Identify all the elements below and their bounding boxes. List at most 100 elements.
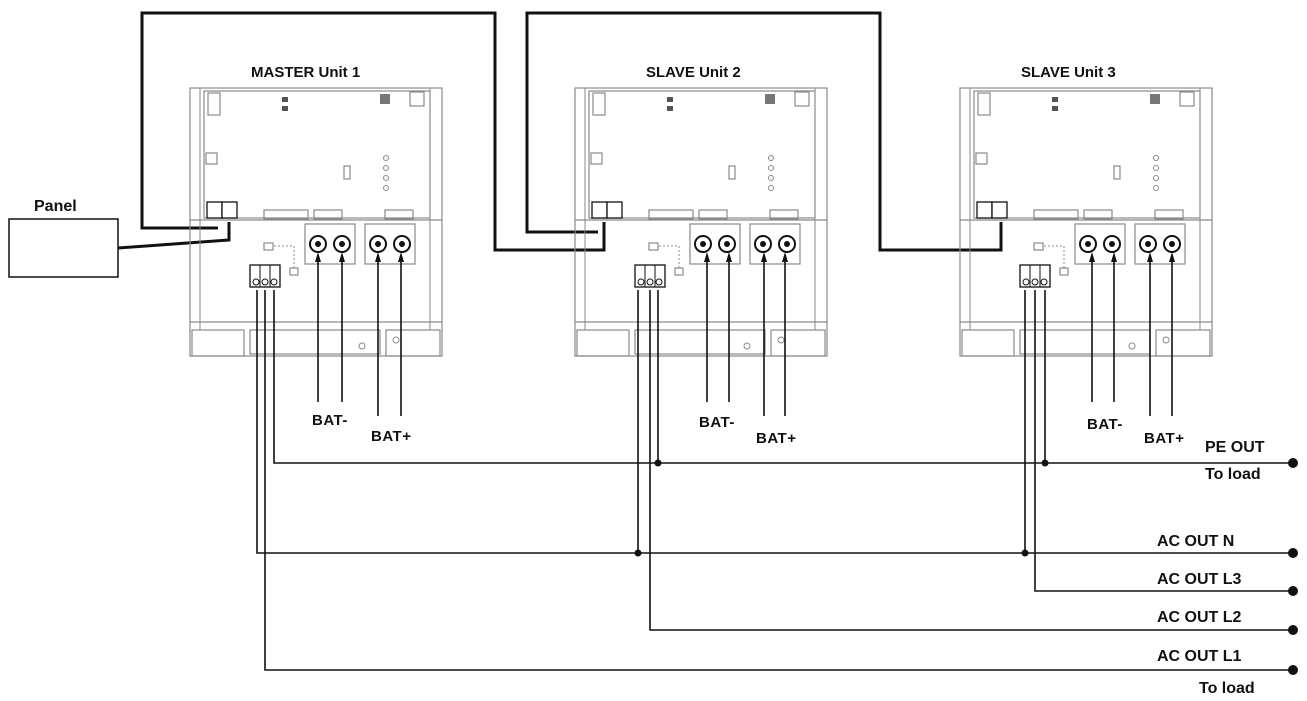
board-socket bbox=[409, 91, 425, 107]
battery-leads-unit-3 bbox=[1089, 252, 1175, 416]
board-component bbox=[1113, 165, 1121, 180]
base-screw bbox=[743, 342, 751, 350]
lead-arrow bbox=[1111, 252, 1117, 262]
indicator bbox=[289, 267, 299, 276]
battery-leads-unit-2 bbox=[704, 252, 788, 416]
output-terminal-dot bbox=[1288, 586, 1298, 596]
board-led bbox=[282, 106, 288, 111]
comm-cable-unit1-unit2 bbox=[140, 11, 606, 252]
board-socket bbox=[1179, 91, 1195, 107]
base-foot bbox=[961, 329, 1015, 357]
ac-terminal-screw bbox=[646, 278, 654, 286]
comm-port bbox=[976, 201, 993, 219]
unit1-bat-pos-label: BAT+ bbox=[371, 428, 412, 445]
board-chip bbox=[765, 94, 775, 104]
connector-strip bbox=[648, 209, 694, 220]
battery-leads-unit-1 bbox=[315, 252, 404, 416]
lead-arrow bbox=[761, 252, 767, 262]
unit3-bat-neg-label: BAT- bbox=[1087, 416, 1123, 433]
board-chip bbox=[1150, 94, 1160, 104]
board-pin bbox=[1153, 155, 1159, 161]
bat-neg-terminal-box bbox=[1074, 223, 1126, 265]
board-pin bbox=[383, 185, 389, 191]
board-chip bbox=[380, 94, 390, 104]
base-foot bbox=[191, 329, 245, 357]
board-pin bbox=[383, 165, 389, 171]
base-foot bbox=[770, 329, 826, 357]
connector-strip bbox=[263, 209, 309, 220]
base-screw bbox=[1128, 342, 1136, 350]
lead-arrow bbox=[1089, 252, 1095, 262]
terminal-stud-core bbox=[315, 241, 321, 247]
base-screw bbox=[358, 342, 366, 350]
pe-out-label: PE OUT bbox=[1205, 439, 1265, 456]
ac-out-l1-label: AC OUT L1 bbox=[1157, 648, 1242, 665]
board-pin bbox=[768, 175, 774, 181]
control-board bbox=[973, 90, 1201, 219]
communication-cable bbox=[117, 11, 1003, 252]
base-screw bbox=[392, 336, 400, 344]
base-plate bbox=[249, 329, 381, 355]
junction-dot bbox=[1041, 459, 1049, 467]
panel-cable bbox=[117, 222, 231, 250]
connector-strip bbox=[384, 209, 414, 220]
inverter-unit-2 bbox=[574, 87, 828, 357]
board-pin bbox=[768, 165, 774, 171]
bat-neg-terminal-box bbox=[304, 223, 356, 265]
lead-arrow bbox=[1169, 252, 1175, 262]
indicator-lead bbox=[274, 245, 295, 268]
board-led bbox=[667, 97, 673, 102]
terminal-stud-core bbox=[700, 241, 706, 247]
terminal-stud-core bbox=[724, 241, 730, 247]
connector-strip bbox=[1154, 209, 1184, 220]
board-component bbox=[590, 152, 603, 165]
control-board bbox=[203, 90, 431, 219]
connector-strip bbox=[313, 209, 343, 220]
ac-terminal-screw bbox=[637, 278, 645, 286]
ac-terminal-screw bbox=[1031, 278, 1039, 286]
ac-out-l1-wire bbox=[264, 290, 1293, 671]
indicator-lead bbox=[659, 245, 680, 268]
junction-dot bbox=[634, 549, 642, 557]
ac-out-n-label: AC OUT N bbox=[1157, 533, 1235, 550]
panel-box bbox=[8, 218, 119, 278]
base-foot bbox=[1155, 329, 1211, 357]
base-plate bbox=[1019, 329, 1151, 355]
lead-arrow bbox=[339, 252, 345, 262]
lead-arrow bbox=[375, 252, 381, 262]
board-component bbox=[205, 152, 218, 165]
board-component bbox=[975, 152, 988, 165]
junction-dot bbox=[1021, 549, 1029, 557]
base-screw bbox=[1162, 336, 1170, 344]
board-led bbox=[282, 97, 288, 102]
panel-label: Panel bbox=[34, 198, 77, 215]
lead-arrow bbox=[315, 252, 321, 262]
board-pin bbox=[1153, 185, 1159, 191]
ac-output-bus bbox=[256, 290, 1298, 675]
ac-out-l3-wire bbox=[1034, 290, 1293, 592]
indicator bbox=[674, 267, 684, 276]
ac-out-l2-label: AC OUT L2 bbox=[1157, 609, 1242, 626]
terminal-stud-core bbox=[399, 241, 405, 247]
base-foot bbox=[385, 329, 441, 357]
to-load-top-label: To load bbox=[1205, 466, 1261, 483]
unit2-bat-neg-label: BAT- bbox=[699, 414, 735, 431]
to-load-bottom-label: To load bbox=[1199, 680, 1255, 697]
ac-terminal-screw bbox=[270, 278, 278, 286]
comm-port bbox=[206, 201, 223, 219]
unit1-bat-neg-label: BAT- bbox=[312, 412, 348, 429]
board-connector bbox=[592, 92, 606, 116]
board-component bbox=[728, 165, 736, 180]
ac-out-l2-wire bbox=[649, 290, 1293, 631]
board-led bbox=[667, 106, 673, 111]
board-pin bbox=[1153, 175, 1159, 181]
bat-pos-terminal-box bbox=[364, 223, 416, 265]
board-pin bbox=[768, 155, 774, 161]
lead-arrow bbox=[704, 252, 710, 262]
connector-strip bbox=[1083, 209, 1113, 220]
board-connector bbox=[207, 92, 221, 116]
unit1-title: MASTER Unit 1 bbox=[251, 64, 361, 81]
unit-housing bbox=[189, 87, 443, 357]
ac-out-n-wire bbox=[256, 290, 1293, 554]
comm-port bbox=[221, 201, 238, 219]
